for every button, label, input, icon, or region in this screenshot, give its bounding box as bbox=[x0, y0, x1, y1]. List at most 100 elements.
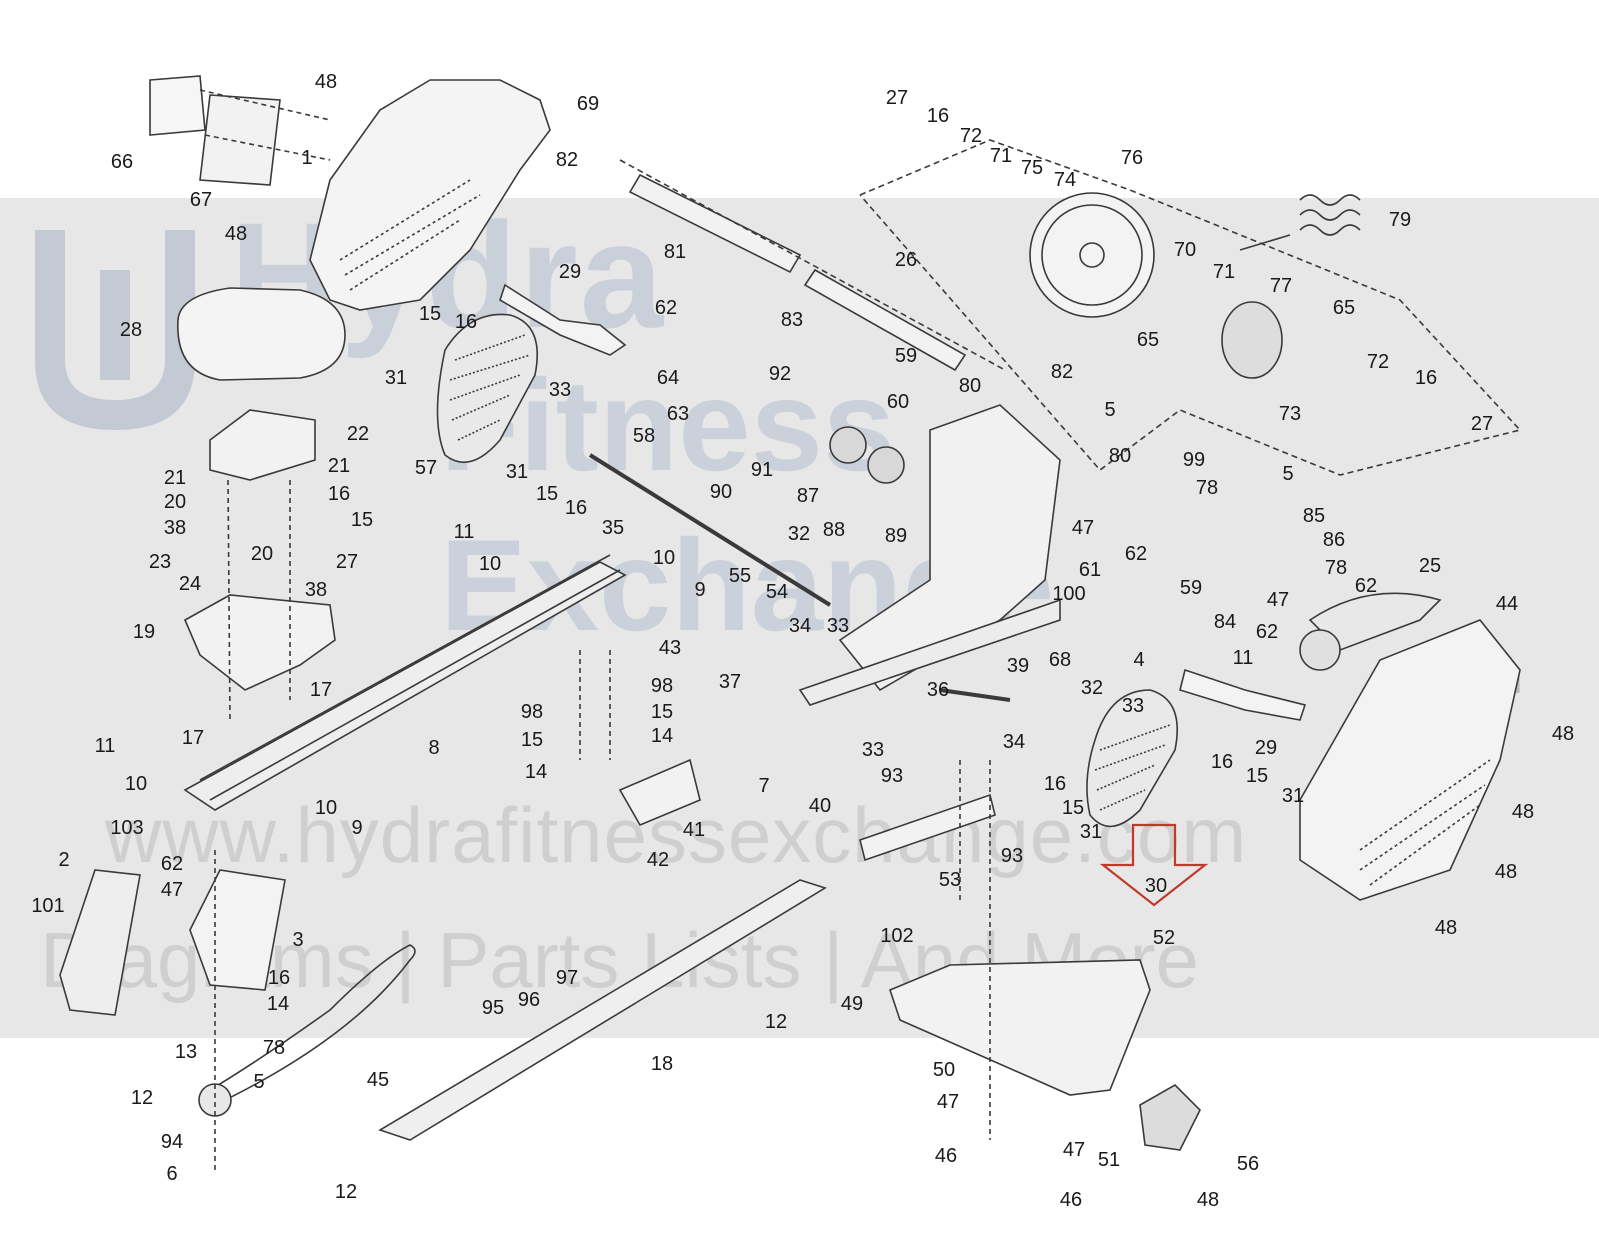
part-callout-9: 9 bbox=[694, 579, 706, 601]
part-callout-14: 14 bbox=[266, 993, 290, 1015]
shaft-83 bbox=[803, 268, 967, 372]
crank-arm bbox=[1308, 592, 1442, 651]
part-callout-33: 33 bbox=[826, 615, 850, 637]
part-callout-88: 88 bbox=[822, 519, 846, 541]
part-callout-63: 63 bbox=[666, 403, 690, 425]
part-callout-48: 48 bbox=[1434, 917, 1458, 939]
part-callout-30: 30 bbox=[1144, 875, 1168, 897]
part-callout-56: 56 bbox=[1236, 1153, 1260, 1175]
part-callout-10: 10 bbox=[124, 773, 148, 795]
part-callout-20: 20 bbox=[250, 543, 274, 565]
part-callout-48: 48 bbox=[314, 71, 338, 93]
part-callout-12: 12 bbox=[764, 1011, 788, 1033]
part-callout-91: 91 bbox=[750, 459, 774, 481]
part-callout-6: 6 bbox=[166, 1163, 178, 1185]
pulley-60b bbox=[867, 446, 905, 484]
part-callout-5: 5 bbox=[253, 1071, 265, 1093]
part-callout-26: 26 bbox=[894, 249, 918, 271]
part-callout-97: 97 bbox=[555, 967, 579, 989]
part-callout-7: 7 bbox=[758, 775, 770, 797]
pulley-60a bbox=[829, 426, 867, 464]
part-callout-90: 90 bbox=[709, 481, 733, 503]
part-callout-68: 68 bbox=[1048, 649, 1072, 671]
part-callout-94: 94 bbox=[160, 1131, 184, 1153]
part-callout-19: 19 bbox=[132, 621, 156, 643]
seat bbox=[177, 287, 346, 381]
part-callout-42: 42 bbox=[646, 849, 670, 871]
part-callout-12: 12 bbox=[334, 1181, 358, 1203]
part-callout-102: 102 bbox=[880, 925, 914, 947]
part-callout-1: 1 bbox=[301, 147, 313, 169]
part-callout-16: 16 bbox=[1043, 773, 1067, 795]
part-callout-5: 5 bbox=[1282, 463, 1294, 485]
part-callout-31: 31 bbox=[1079, 821, 1103, 843]
part-callout-78: 78 bbox=[1324, 557, 1348, 579]
part-callout-51: 51 bbox=[1097, 1149, 1121, 1171]
part-callout-29: 29 bbox=[1254, 737, 1278, 759]
part-callout-62: 62 bbox=[1255, 621, 1279, 643]
flywheel bbox=[1029, 192, 1155, 318]
part-callout-38: 38 bbox=[304, 579, 328, 601]
part-callout-17: 17 bbox=[309, 679, 333, 701]
part-callout-103: 103 bbox=[110, 817, 144, 839]
part-callout-27: 27 bbox=[335, 551, 359, 573]
part-callout-31: 31 bbox=[1281, 785, 1305, 807]
part-callout-25: 25 bbox=[1418, 555, 1442, 577]
part-callout-74: 74 bbox=[1053, 169, 1077, 191]
part-callout-69: 69 bbox=[576, 93, 600, 115]
part-callout-78: 78 bbox=[1195, 477, 1219, 499]
part-callout-48: 48 bbox=[1511, 801, 1535, 823]
highlight-arrow bbox=[1099, 823, 1209, 907]
part-callout-79: 79 bbox=[1388, 209, 1412, 231]
part-callout-71: 71 bbox=[989, 145, 1013, 167]
part-callout-48: 48 bbox=[1551, 723, 1575, 745]
brand-logo-watermark bbox=[35, 230, 195, 430]
part-callout-66: 66 bbox=[110, 151, 134, 173]
part-callout-15: 15 bbox=[1061, 797, 1085, 819]
part-callout-50: 50 bbox=[932, 1059, 956, 1081]
part-callout-15: 15 bbox=[418, 303, 442, 325]
part-callout-96: 96 bbox=[517, 989, 541, 1011]
part-callout-24: 24 bbox=[178, 573, 202, 595]
part-callout-47: 47 bbox=[1062, 1139, 1086, 1161]
front-cover bbox=[59, 869, 141, 1016]
part-callout-40: 40 bbox=[808, 795, 832, 817]
part-callout-46: 46 bbox=[934, 1145, 958, 1167]
rod-34 bbox=[939, 688, 1011, 702]
part-callout-55: 55 bbox=[728, 565, 752, 587]
shaft-81 bbox=[628, 173, 802, 274]
part-callout-93: 93 bbox=[1000, 845, 1024, 867]
bracket-53 bbox=[859, 793, 996, 862]
part-callout-15: 15 bbox=[650, 701, 674, 723]
part-callout-11: 11 bbox=[94, 735, 116, 757]
part-callout-57: 57 bbox=[414, 457, 438, 479]
part-callout-95: 95 bbox=[481, 997, 505, 1019]
rod-35 bbox=[588, 453, 832, 607]
part-callout-31: 31 bbox=[505, 461, 529, 483]
part-callout-10: 10 bbox=[652, 547, 676, 569]
part-callout-54: 54 bbox=[765, 581, 789, 603]
part-callout-23: 23 bbox=[148, 551, 172, 573]
display-panel bbox=[149, 75, 206, 136]
part-callout-98: 98 bbox=[520, 701, 544, 723]
part-callout-14: 14 bbox=[524, 761, 548, 783]
bracket-41 bbox=[618, 758, 701, 827]
part-callout-87: 87 bbox=[796, 485, 820, 507]
part-callout-85: 85 bbox=[1302, 505, 1326, 527]
part-callout-71: 71 bbox=[1212, 261, 1236, 283]
part-callout-14: 14 bbox=[650, 725, 674, 747]
return-spring bbox=[1239, 194, 1361, 251]
part-callout-22: 22 bbox=[346, 423, 370, 445]
footplate-left bbox=[436, 313, 539, 464]
part-callout-64: 64 bbox=[656, 367, 680, 389]
part-callout-48: 48 bbox=[1196, 1189, 1220, 1211]
part-callout-72: 72 bbox=[1366, 351, 1390, 373]
part-callout-98: 98 bbox=[650, 675, 674, 697]
part-callout-65: 65 bbox=[1136, 329, 1160, 351]
pedal-arm-right bbox=[1179, 668, 1307, 721]
display-frame bbox=[199, 94, 281, 186]
part-callout-10: 10 bbox=[314, 797, 338, 819]
part-callout-43: 43 bbox=[658, 637, 682, 659]
side-shroud bbox=[1299, 619, 1521, 901]
part-callout-82: 82 bbox=[1050, 361, 1074, 383]
